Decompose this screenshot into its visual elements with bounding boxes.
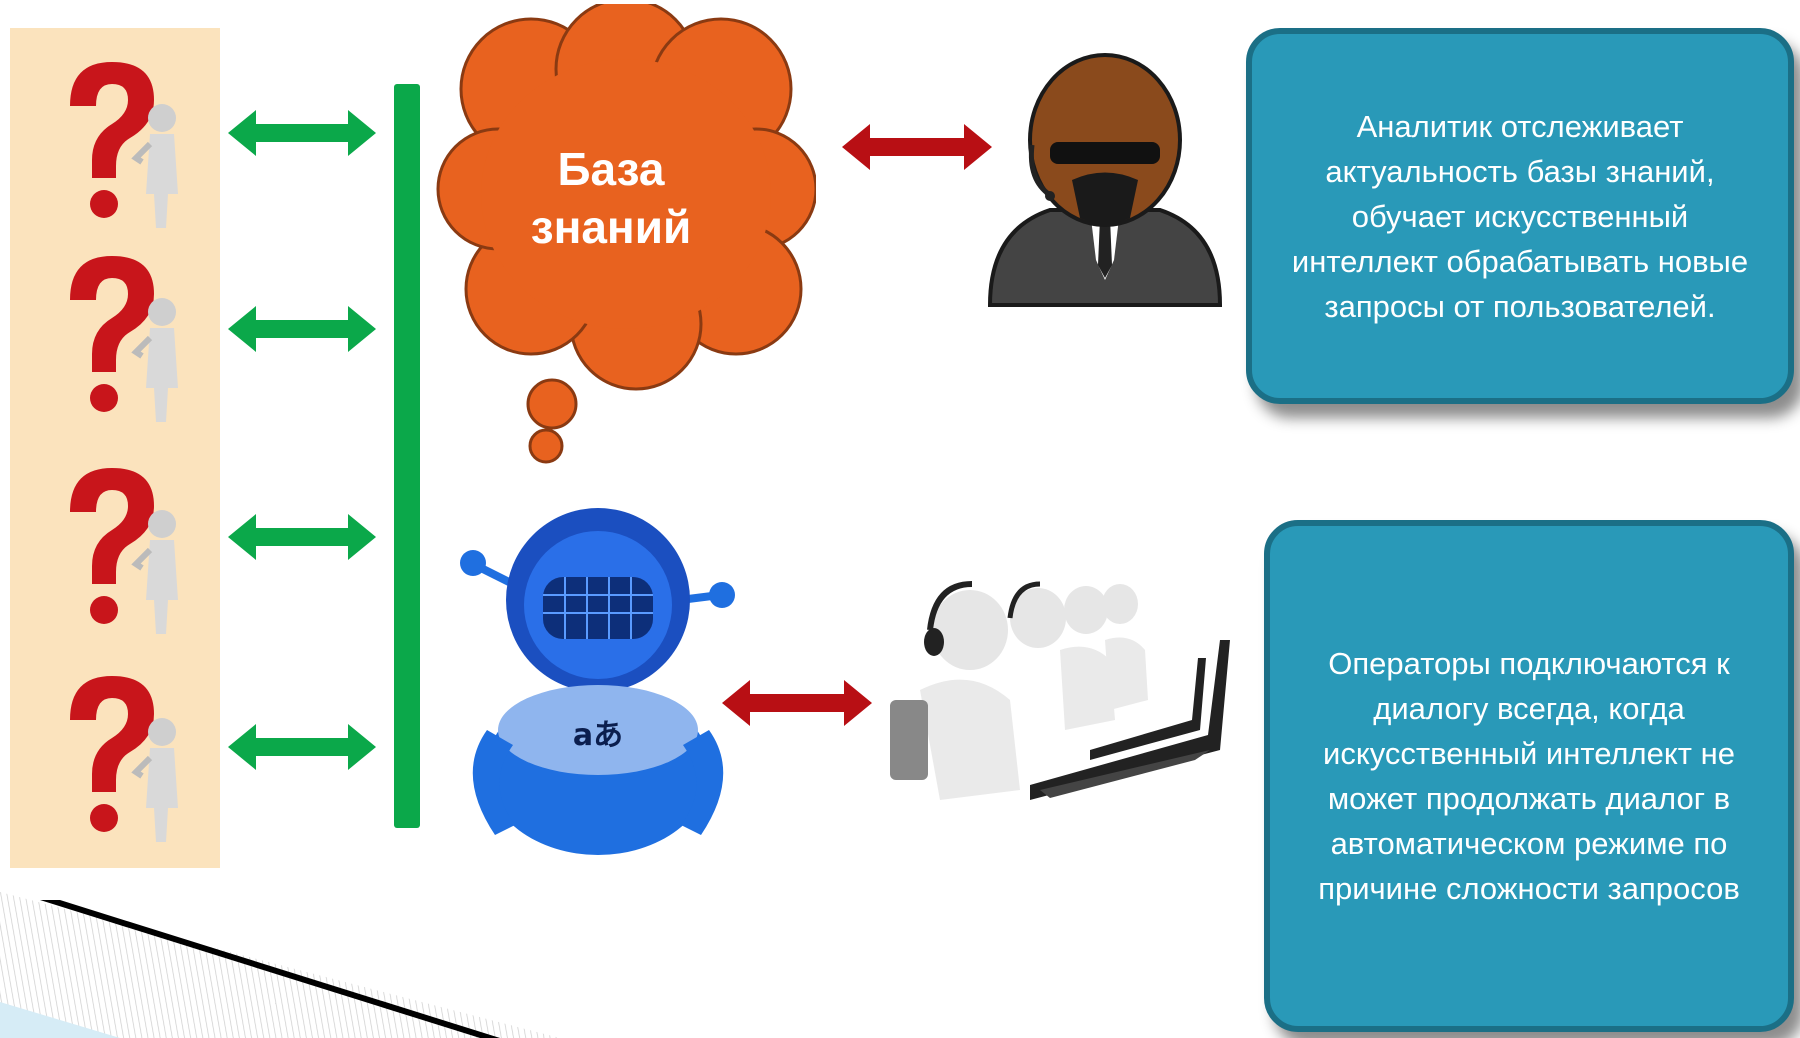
double-arrow-icon xyxy=(228,306,376,352)
cloud-label-line: База xyxy=(557,143,665,195)
operators-description-text: Операторы подключаются к диалогу всегда,… xyxy=(1318,646,1740,906)
cloud-label: База знаний xyxy=(486,140,736,256)
double-arrow-icon xyxy=(228,724,376,770)
question-mark-person-icon xyxy=(50,54,190,234)
analyst-description: Аналитик отслеживает актуальность базы з… xyxy=(1246,28,1794,404)
knowledge-base-cloud xyxy=(436,4,816,464)
translate-icon: aあ xyxy=(573,718,623,753)
connector-bar xyxy=(394,84,420,828)
analyst-headset-icon xyxy=(987,53,1223,307)
analyst-description-text: Аналитик отслеживает актуальность базы з… xyxy=(1291,108,1749,324)
decorative-stripes xyxy=(0,892,560,1038)
users-panel xyxy=(10,28,220,868)
double-arrow-icon xyxy=(842,124,992,170)
double-arrow-icon xyxy=(228,110,376,156)
ai-robot-icon: aあ xyxy=(460,508,735,855)
question-mark-person-icon xyxy=(50,248,190,428)
call-center-operators-icon xyxy=(890,581,1230,800)
operators-description: Операторы подключаются к диалогу всегда,… xyxy=(1264,520,1794,1032)
question-mark-person-icon xyxy=(50,668,190,848)
cloud-label-line: знаний xyxy=(530,201,692,253)
double-arrow-icon xyxy=(722,680,872,726)
double-arrow-icon xyxy=(228,514,376,560)
question-mark-person-icon xyxy=(50,460,190,640)
